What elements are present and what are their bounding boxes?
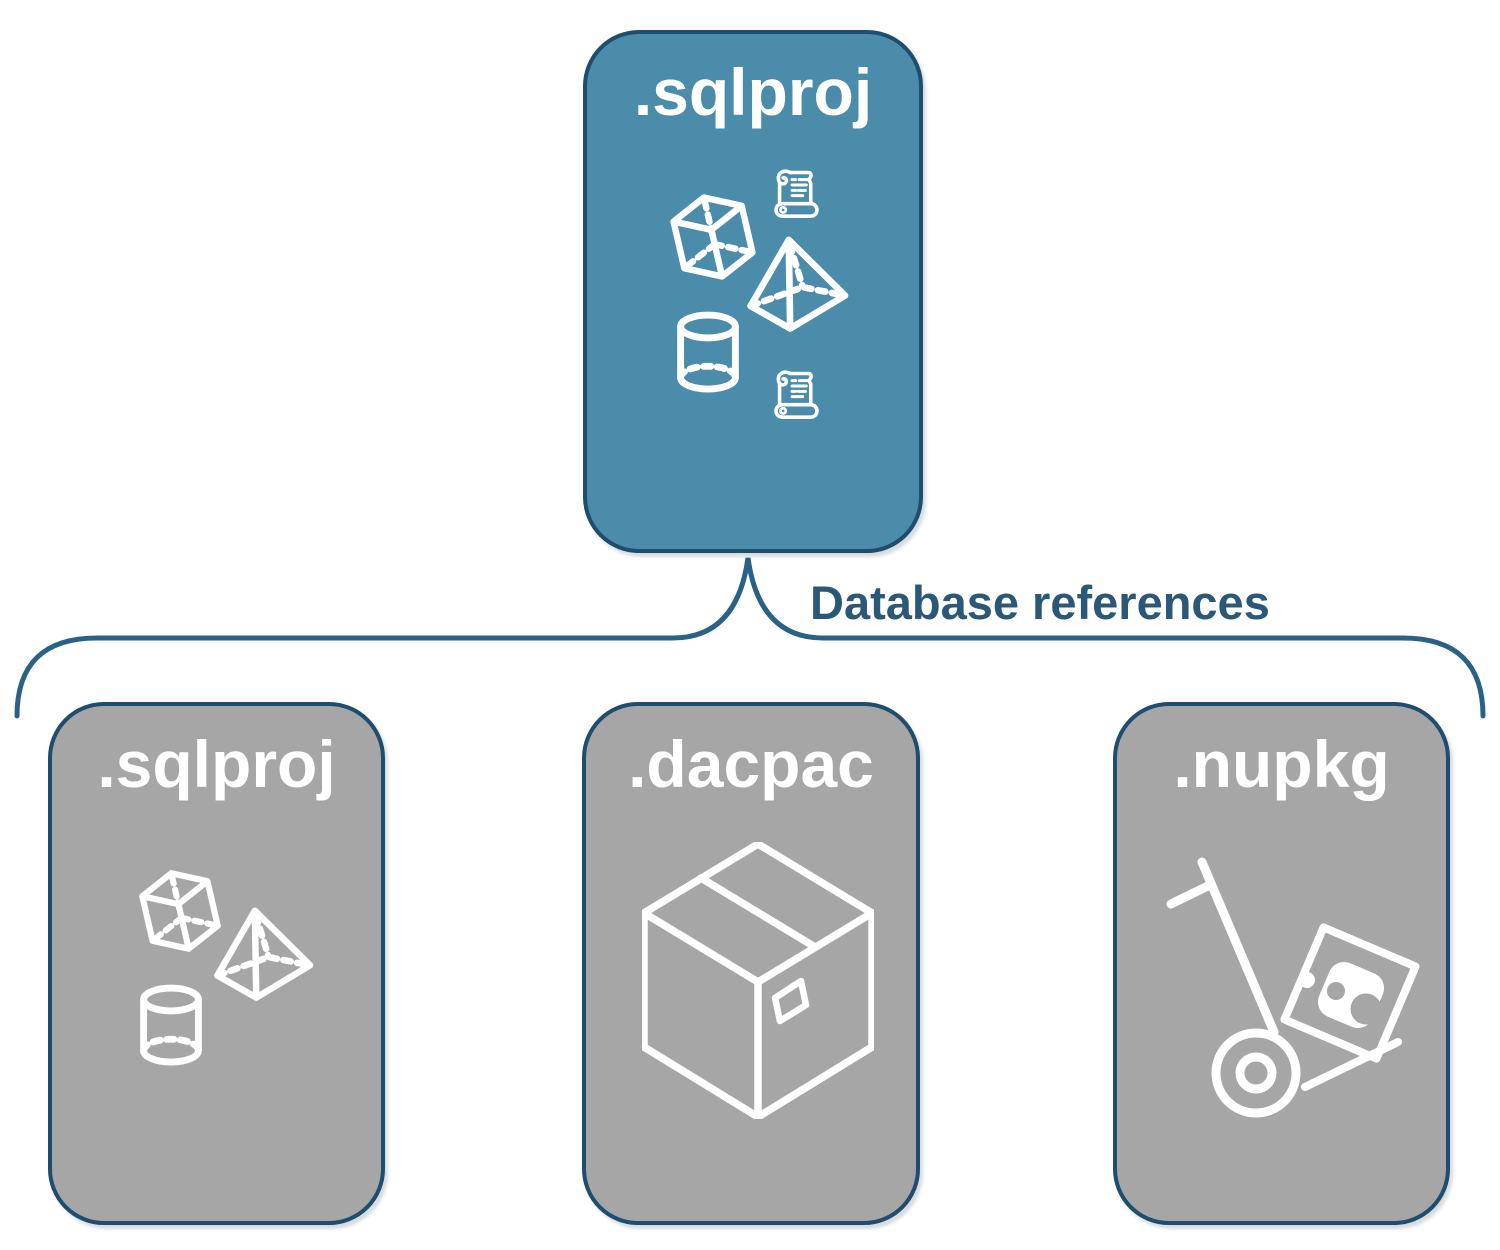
child-sqlproj-card: .sqlproj xyxy=(48,702,385,1225)
nupkg-label: .nupkg xyxy=(1173,727,1390,801)
dacpac-card: .dacpac xyxy=(582,702,920,1225)
child-sqlproj-label: .sqlproj xyxy=(97,727,336,801)
cylinder-icon xyxy=(140,984,202,1066)
hand-truck-icon xyxy=(1166,857,1420,1118)
pyramid-icon xyxy=(214,907,314,1001)
root-sqlproj-card: .sqlproj xyxy=(583,30,923,553)
cube-icon xyxy=(139,870,221,952)
root-card-label: .sqlproj xyxy=(633,55,873,129)
package-box-icon xyxy=(642,842,874,1119)
pyramid-icon xyxy=(747,236,849,332)
cube-icon xyxy=(670,194,756,280)
dacpac-label: .dacpac xyxy=(628,727,874,801)
nupkg-card: .nupkg xyxy=(1113,702,1450,1225)
scroll-icon xyxy=(774,169,819,218)
database-references-label: Database references xyxy=(810,576,1270,629)
cylinder-icon xyxy=(677,311,739,393)
scroll-icon xyxy=(774,370,819,419)
